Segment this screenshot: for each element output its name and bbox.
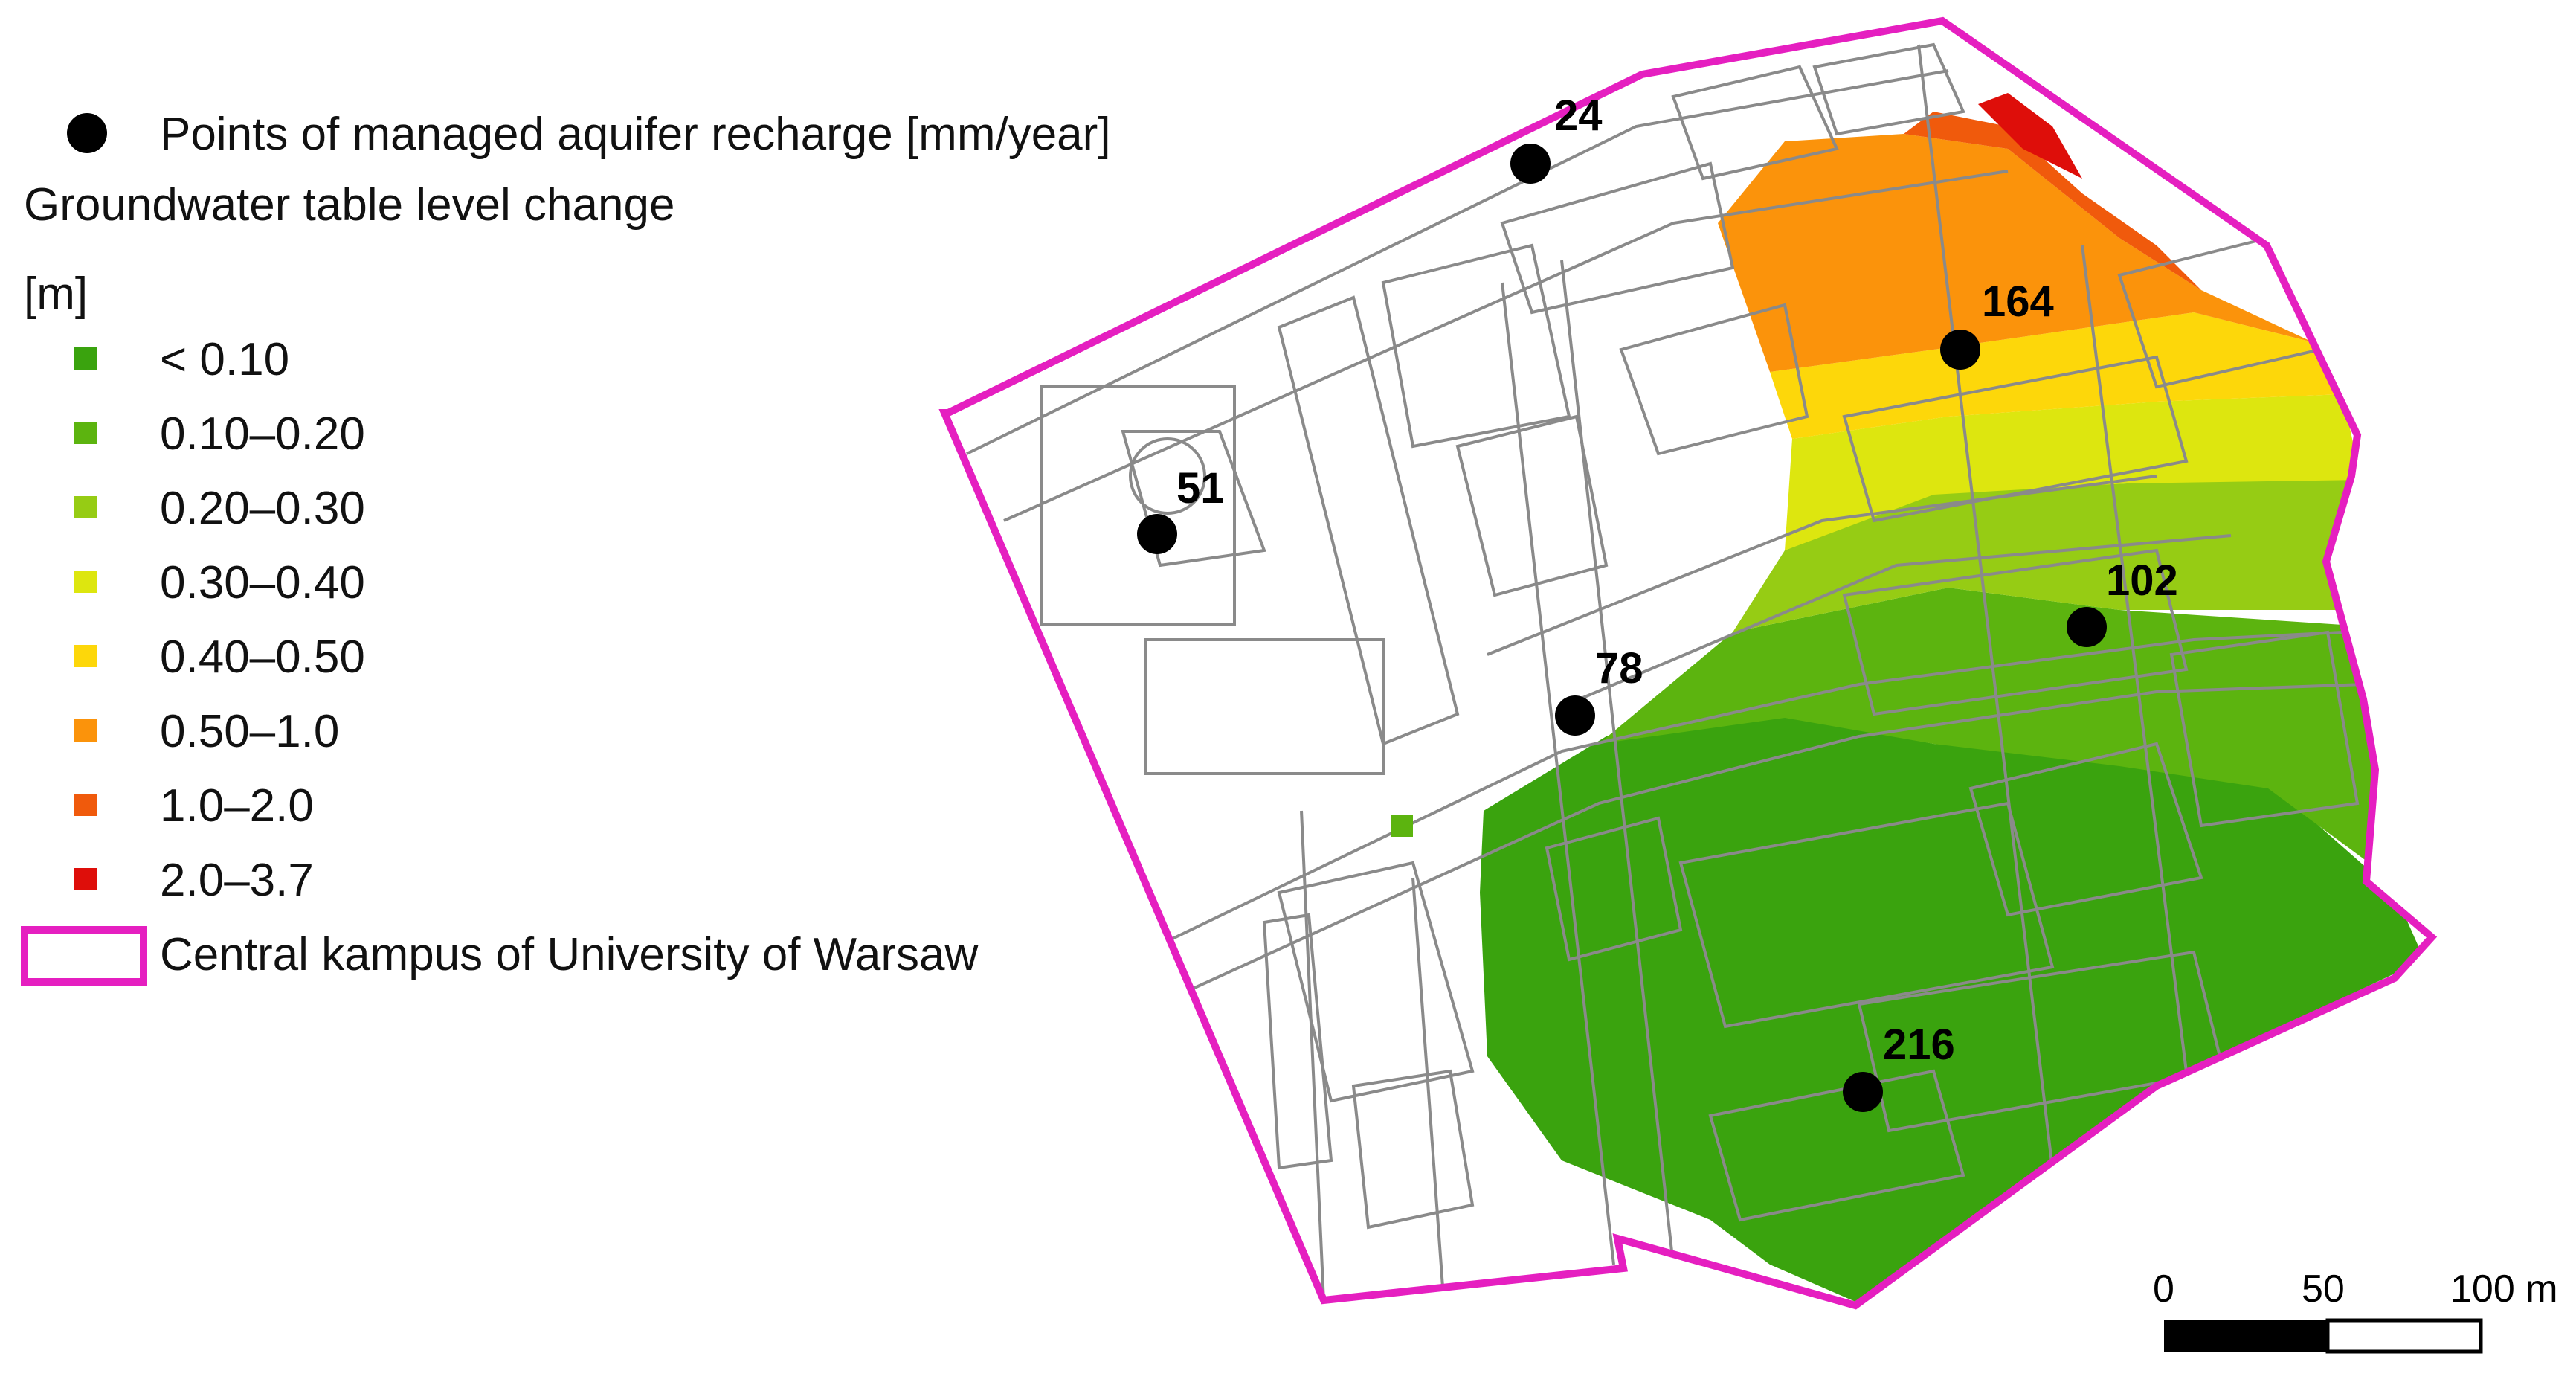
scale-tick-label: 0 — [2153, 1267, 2174, 1311]
legend-class-swatch — [74, 719, 97, 742]
recharge-point[interactable] — [2067, 607, 2107, 647]
zone-0.10-0.20 — [1599, 588, 2409, 893]
scale-tick-label: 100 m — [2450, 1267, 2558, 1311]
legend-points-label: Points of managed aquifer recharge [mm/y… — [160, 109, 1111, 160]
recharge-point-label: 216 — [1883, 1021, 1955, 1069]
recharge-point[interactable] — [1555, 695, 1595, 736]
recharge-point-label: 24 — [1554, 91, 1603, 140]
legend-class-swatch — [74, 496, 97, 518]
legend-groundwater-unit: [m] — [24, 269, 88, 320]
recharge-point[interactable] — [1940, 330, 1980, 370]
recharge-point-label: 51 — [1176, 464, 1225, 513]
legend-boundary-label: Central kampus of University of Warsaw — [160, 929, 979, 980]
legend-class-label: 0.30–0.40 — [160, 557, 365, 608]
recharge-point-label: 164 — [1982, 277, 2054, 326]
isolated-raster-cell — [1391, 815, 1413, 837]
recharge-point-label: 78 — [1595, 644, 1643, 693]
scale-bar-black-segment — [2164, 1320, 2328, 1352]
legend-class-swatch — [74, 422, 97, 444]
legend-class-swatch — [74, 868, 97, 890]
legend-class-label: 0.20–0.30 — [160, 483, 365, 534]
campus-boundary — [938, 16, 2438, 1310]
legend-class-label: 0.50–1.0 — [160, 706, 340, 757]
legend-boundary-swatch — [21, 926, 147, 986]
zone-0.30-0.40 — [1785, 394, 2361, 550]
scale-bar-white-segment — [2325, 1318, 2483, 1354]
legend-class-label: 0.10–0.20 — [160, 408, 365, 460]
legend-class-label: 1.0–2.0 — [160, 780, 314, 832]
recharge-point-symbol — [67, 113, 107, 153]
zone-0.20-0.30 — [1733, 476, 2357, 632]
zone-2.0-3.7 — [1978, 93, 2082, 179]
legend-class-swatch — [74, 794, 97, 816]
zone-1.0-2.0 — [1904, 112, 2201, 290]
recharge-point[interactable] — [1843, 1072, 1883, 1112]
recharge-point[interactable] — [1137, 514, 1177, 554]
recharge-point[interactable] — [1510, 144, 1551, 184]
legend-class-label: 0.40–0.50 — [160, 632, 365, 683]
zone-lt-0.10 — [1480, 714, 2424, 1302]
legend-class-label: < 0.10 — [160, 334, 290, 385]
recharge-points: 24 164 51 102 78 216 — [1137, 91, 2178, 1112]
legend-class-swatch — [74, 571, 97, 593]
recharge-point-label: 102 — [2106, 556, 2178, 605]
scale-tick-label: 50 — [2302, 1267, 2345, 1311]
scale-bar: 0 50 100 m — [2153, 1267, 2558, 1354]
legend-class-label: 2.0–3.7 — [160, 855, 314, 906]
legend-class-swatch — [74, 645, 97, 667]
map-legend: Points of managed aquifer recharge [mm/y… — [0, 0, 1205, 1041]
legend-class-swatch — [74, 347, 97, 370]
legend-groundwater-title: Groundwater table level change — [24, 179, 675, 231]
